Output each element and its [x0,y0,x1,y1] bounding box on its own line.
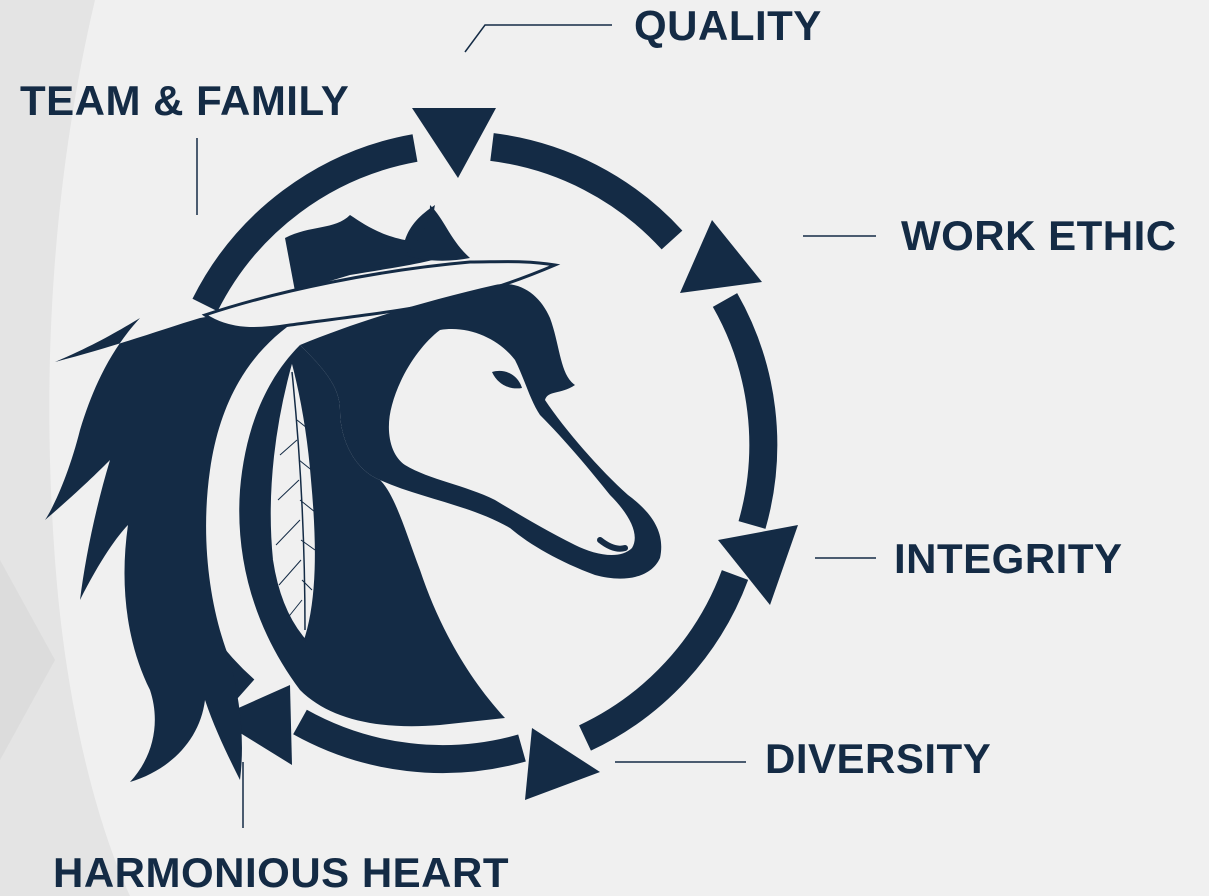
label-team-family: TEAM & FAMILY [20,77,350,124]
ring-arc-team-quality [192,134,418,312]
arrowhead-work-ethic [680,220,762,293]
arrowhead-harmonious-heart [216,685,292,765]
label-integrity: INTEGRITY [894,535,1123,582]
background-watermark [0,0,130,896]
ring-arc-diversity-heart [293,709,526,774]
arrowhead-integrity [718,525,798,605]
horse-head-with-feather-icon [45,205,662,782]
cycle-arrowheads [216,108,798,800]
ring-arc-quality-workethic [490,133,683,250]
arrowhead-quality [412,108,496,178]
leader-quality [464,24,612,53]
label-harmonious-heart: HARMONIOUS HEART [53,849,509,896]
ring-arc-workethic-integrity [712,293,778,529]
label-diversity: DIVERSITY [765,735,992,782]
label-work-ethic: WORK ETHIC [901,212,1177,259]
horse-eye [492,370,522,389]
cycle-ring [154,133,778,774]
label-quality: QUALITY [634,2,822,49]
arrowhead-diversity [525,728,600,800]
leader-lines [196,24,876,828]
ring-arc-integrity-diversity [578,570,749,751]
